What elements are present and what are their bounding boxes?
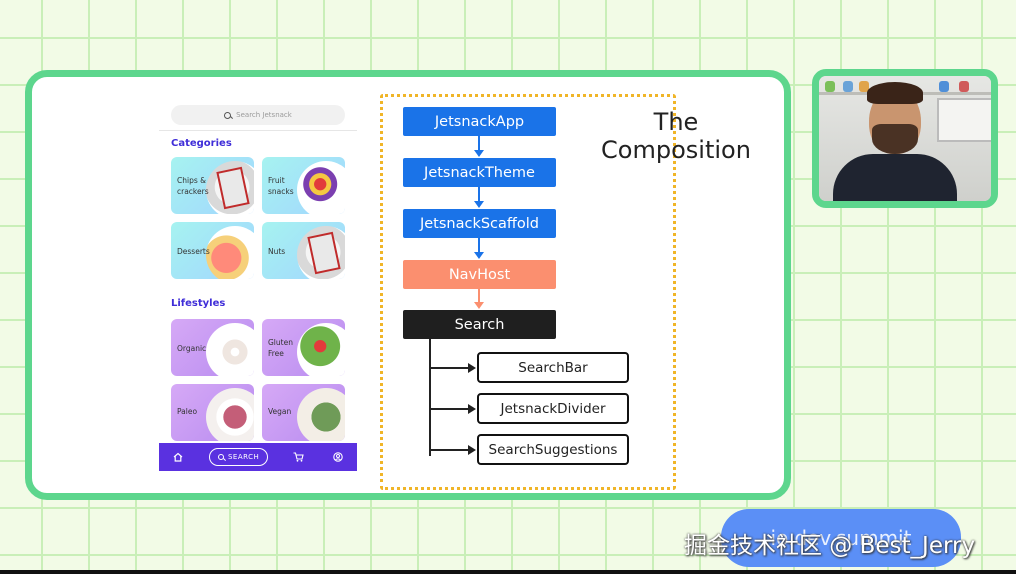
macaron-image bbox=[206, 226, 254, 279]
search-icon bbox=[217, 454, 224, 460]
edge-search-suggestions bbox=[429, 449, 468, 451]
organic-image bbox=[206, 323, 254, 376]
node-navhost: NavHost bbox=[403, 260, 556, 289]
category-card-chips[interactable]: Chips & crackers bbox=[171, 157, 254, 214]
category-card-desserts[interactable]: Desserts bbox=[171, 222, 254, 279]
slide-frame: Search Jetsnack Categories Chips & crack… bbox=[25, 70, 791, 500]
arrow-theme-scaffold bbox=[474, 201, 484, 208]
bottom-navigation: SEARCH bbox=[159, 443, 357, 471]
lifestyle-label: Organic bbox=[177, 344, 207, 353]
node-jetsnack-theme: JetsnackTheme bbox=[403, 158, 556, 187]
arrow-search-divider bbox=[468, 404, 476, 414]
toy-figure bbox=[843, 81, 853, 92]
gluten-free-image bbox=[297, 323, 345, 376]
edge-theme-scaffold bbox=[478, 187, 480, 202]
node-jetsnack-scaffold: JetsnackScaffold bbox=[403, 209, 556, 238]
search-icon bbox=[224, 111, 232, 119]
search-bar[interactable]: Search Jetsnack bbox=[171, 105, 345, 125]
nuts-bag-image bbox=[297, 226, 345, 279]
edge-app-theme bbox=[478, 136, 480, 151]
lifestyle-card-organic[interactable]: Organic bbox=[171, 319, 254, 376]
category-card-nuts[interactable]: Nuts bbox=[262, 222, 345, 279]
presenter-shirt bbox=[833, 154, 957, 201]
composition-boundary bbox=[380, 94, 676, 490]
paleo-image bbox=[206, 388, 254, 441]
edge-scaffold-navhost bbox=[478, 238, 480, 253]
edge-search-divider bbox=[429, 408, 468, 410]
node-jetsnack-divider: JetsnackDivider bbox=[477, 393, 629, 424]
chips-bag-image bbox=[206, 161, 254, 214]
watermark-text: 掘金技术社区 @ Best_Jerry bbox=[684, 533, 976, 559]
vegan-image bbox=[297, 388, 345, 441]
category-label: Desserts bbox=[177, 247, 210, 256]
arrow-scaffold-navhost bbox=[474, 252, 484, 259]
edge-search-searchbar bbox=[429, 367, 468, 369]
event-badge: io.dev.summit bbox=[721, 509, 961, 567]
toy-figure bbox=[825, 81, 835, 92]
arrow-navhost-search bbox=[474, 302, 484, 309]
edge-navhost-search bbox=[478, 289, 480, 303]
arrow-search-suggestions bbox=[468, 445, 476, 455]
presenter-hair bbox=[867, 82, 923, 104]
nav-search-label: SEARCH bbox=[227, 453, 260, 461]
category-label: Nuts bbox=[268, 247, 286, 256]
node-searchbar: SearchBar bbox=[477, 352, 629, 383]
lifestyle-label: Vegan bbox=[268, 407, 292, 416]
presenter-webcam bbox=[812, 69, 998, 208]
tree-trunk bbox=[429, 339, 431, 456]
lifestyle-label: Gluten Free bbox=[268, 338, 293, 358]
lifestyle-card-vegan[interactable]: Vegan bbox=[262, 384, 345, 441]
phone-screen: Search Jetsnack Categories Chips & crack… bbox=[159, 95, 357, 471]
search-divider bbox=[159, 130, 357, 131]
toy-figure bbox=[939, 81, 949, 92]
arrow-search-searchbar bbox=[468, 363, 476, 373]
bottom-edge bbox=[0, 570, 1016, 574]
nav-search-button[interactable]: SEARCH bbox=[208, 448, 269, 466]
lifestyles-title: Lifestyles bbox=[171, 298, 226, 309]
composition-title: The Composition bbox=[601, 108, 751, 164]
lifestyle-card-paleo[interactable]: Paleo bbox=[171, 384, 254, 441]
cart-icon[interactable] bbox=[291, 449, 307, 465]
arrow-app-theme bbox=[474, 150, 484, 157]
profile-icon[interactable] bbox=[330, 449, 346, 465]
home-icon[interactable] bbox=[170, 449, 186, 465]
presenter-beard bbox=[872, 124, 918, 154]
category-label: Chips & crackers bbox=[177, 176, 209, 196]
lifestyle-card-gluten-free[interactable]: Gluten Free bbox=[262, 319, 345, 376]
node-search-suggestions: SearchSuggestions bbox=[477, 434, 629, 465]
node-jetsnack-app: JetsnackApp bbox=[403, 107, 556, 136]
lifestyle-label: Paleo bbox=[177, 407, 198, 416]
search-placeholder: Search Jetsnack bbox=[236, 111, 292, 119]
fruit-bowl-image bbox=[297, 161, 345, 214]
node-search: Search bbox=[403, 310, 556, 339]
whiteboard bbox=[937, 98, 991, 142]
toy-figure bbox=[959, 81, 969, 92]
category-card-fruit[interactable]: Fruit snacks bbox=[262, 157, 345, 214]
category-label: Fruit snacks bbox=[268, 176, 294, 196]
toy-figure bbox=[859, 81, 869, 92]
categories-title: Categories bbox=[171, 138, 232, 149]
